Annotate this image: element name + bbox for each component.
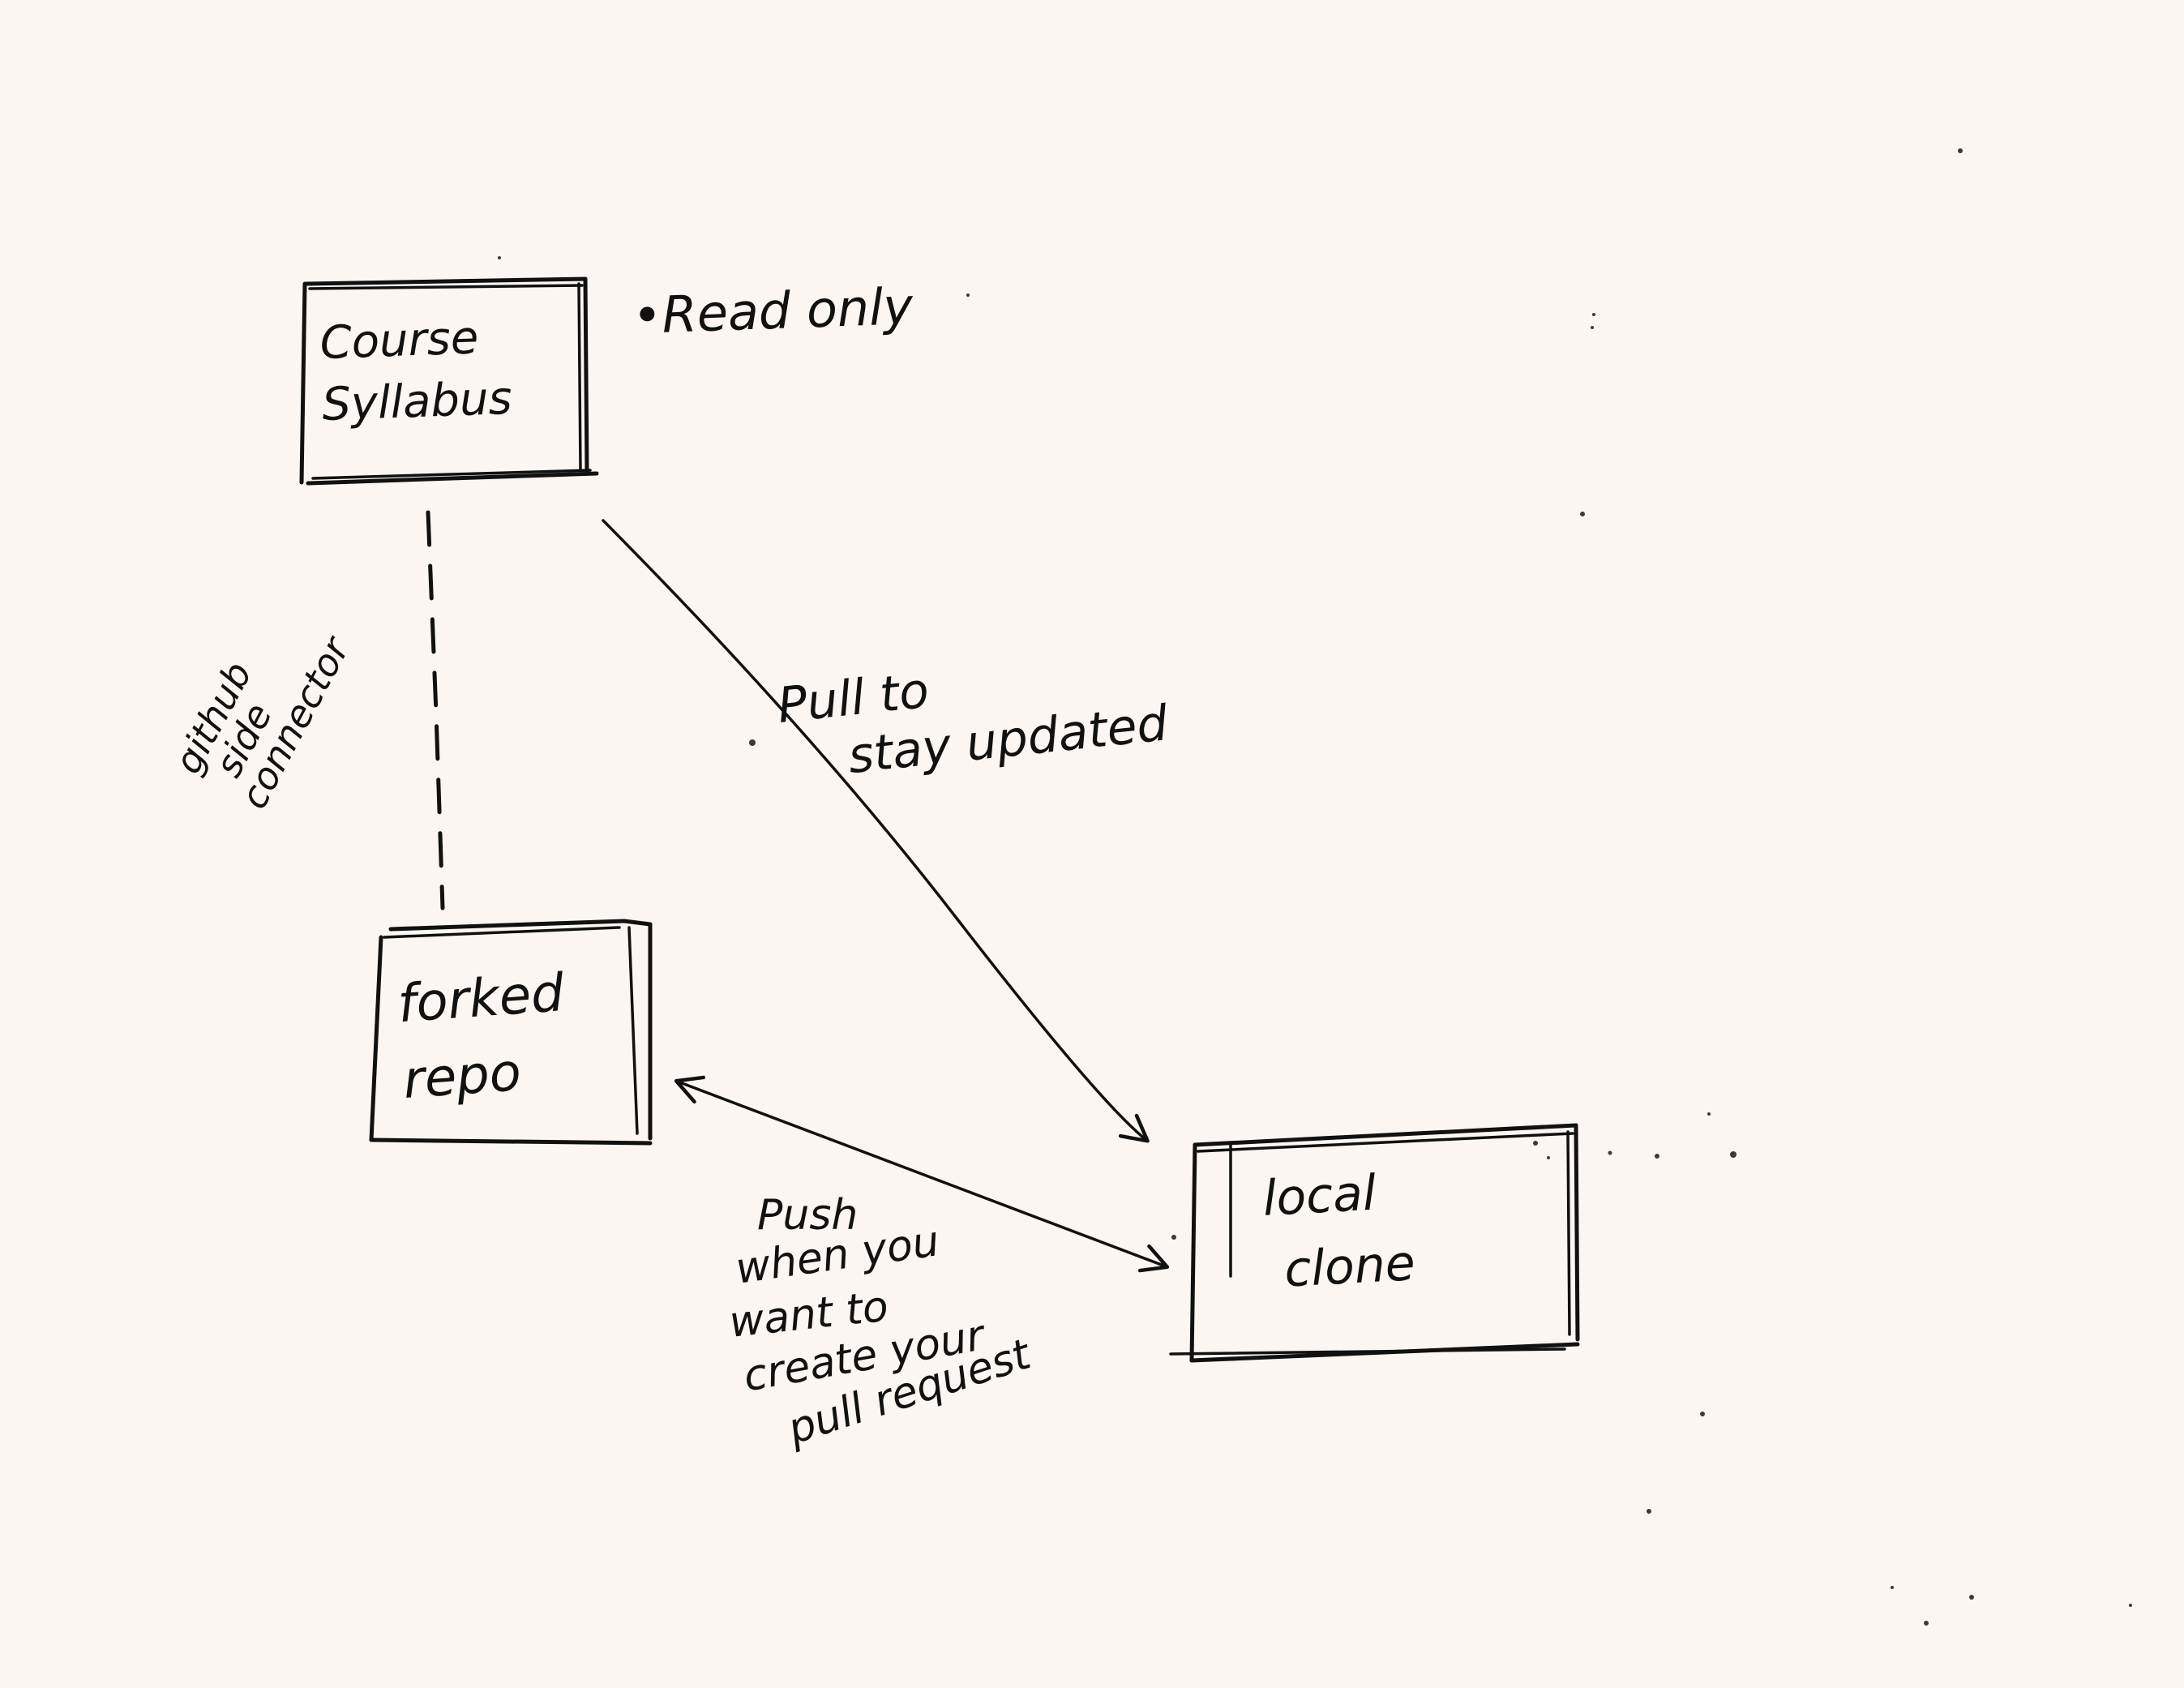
course-syllabus-line1: Course (319, 311, 480, 371)
paper-speckles (498, 148, 2132, 1626)
read-only-note: •Read only (631, 276, 914, 346)
course-syllabus-line2: Syllabus (321, 372, 513, 432)
local-clone-line1: local (1261, 1164, 1378, 1227)
push-line1: Push (757, 1191, 859, 1240)
forked-repo-line1: forked (396, 963, 567, 1035)
forked-repo-line2: repo (400, 1042, 524, 1111)
github-side-connector-line (426, 510, 445, 910)
local-clone-box (1169, 1123, 1580, 1363)
push-arrow (674, 1075, 1170, 1273)
pull-arrow (602, 519, 1150, 1143)
course-syllabus-box (299, 276, 599, 486)
push-note: Push when you want to create your pull r… (727, 1189, 1041, 1459)
local-clone-label: local clone (1261, 1163, 1416, 1299)
forked-repo-label: forked repo (396, 963, 571, 1111)
local-clone-line2: clone (1283, 1235, 1417, 1299)
course-syllabus-label: Course Syllabus (319, 311, 513, 432)
forked-repo-box (369, 919, 653, 1146)
